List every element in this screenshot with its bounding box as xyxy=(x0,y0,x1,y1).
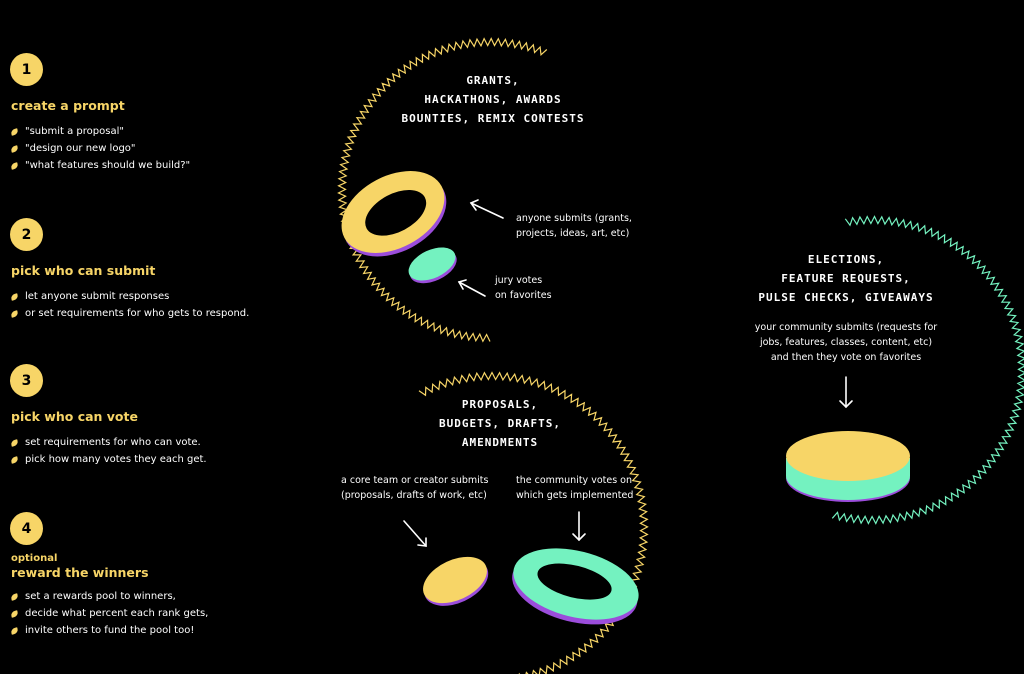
arrow-icon xyxy=(457,279,486,297)
list-item: pick how many votes they each get. xyxy=(10,451,207,468)
yellow-ring-shape xyxy=(341,171,447,257)
step-bullets: "submit a proposal" "design our new logo… xyxy=(10,123,190,174)
yellow-oval-shape xyxy=(423,556,489,606)
arrow-icon xyxy=(572,511,586,542)
list-item: set a rewards pool to winners, xyxy=(10,588,208,605)
step-title: pick who can vote xyxy=(11,409,138,424)
step-number-badge: 4 xyxy=(10,512,43,545)
leaf-bullet-icon xyxy=(10,310,19,318)
step-bullets: set requirements for who can vote. pick … xyxy=(10,434,207,468)
leaf-bullet-icon xyxy=(10,627,19,635)
list-item: "design our new logo" xyxy=(10,140,190,157)
list-item: let anyone submit responses xyxy=(10,288,249,305)
step-number-badge: 2 xyxy=(10,218,43,251)
elections-zigzag-arc xyxy=(831,215,1024,525)
elections-title: ELECTIONS, FEATURE REQUESTS, PULSE CHECK… xyxy=(758,253,934,304)
list-item: set requirements for who can vote. xyxy=(10,434,207,451)
grants-zigzag-arc xyxy=(337,37,548,343)
elections-note: your community submits (requests for job… xyxy=(754,322,938,363)
proposals-submit-note: a core team or creator submits (proposal… xyxy=(341,475,489,501)
list-item: "what features should we build?" xyxy=(10,157,190,174)
step-bullets: set a rewards pool to winners, decide wh… xyxy=(10,588,208,639)
step-number-badge: 1 xyxy=(10,53,43,86)
mint-oval-shape xyxy=(408,247,457,284)
proposals-title: PROPOSALS, BUDGETS, DRAFTS, AMENDMENTS xyxy=(439,398,561,449)
leaf-bullet-icon xyxy=(10,162,19,170)
leaf-bullet-icon xyxy=(10,456,19,464)
arrow-icon xyxy=(403,520,427,547)
leaf-bullet-icon xyxy=(10,293,19,301)
grants-submit-note: anyone submits (grants, projects, ideas,… xyxy=(516,213,632,239)
list-item: or set requirements for who gets to resp… xyxy=(10,305,249,322)
step-4: 4 optional reward the winners set a rewa… xyxy=(10,512,208,639)
proposals-zigzag-arc xyxy=(418,371,649,674)
list-item: invite others to fund the pool too! xyxy=(10,622,208,639)
step-title: create a prompt xyxy=(11,98,125,113)
grants-vote-note: jury votes on favorites xyxy=(495,275,552,301)
proposals-vote-note: the community votes on which gets implem… xyxy=(516,475,634,501)
list-item: decide what percent each rank gets, xyxy=(10,605,208,622)
arrow-icon xyxy=(469,199,504,219)
step-1: 1 create a prompt "submit a proposal" "d… xyxy=(10,53,190,174)
stacked-disc-shape xyxy=(786,431,910,502)
arrow-icon xyxy=(839,376,853,409)
leaf-bullet-icon xyxy=(10,593,19,601)
leaf-bullet-icon xyxy=(10,610,19,618)
leaf-bullet-icon xyxy=(10,145,19,153)
grants-title: GRANTS, HACKATHONS, AWARDS BOUNTIES, REM… xyxy=(401,74,585,125)
step-bullets: let anyone submit responses or set requi… xyxy=(10,288,249,322)
step-title: pick who can submit xyxy=(11,263,156,278)
leaf-bullet-icon xyxy=(10,128,19,136)
step-number-badge: 3 xyxy=(10,364,43,397)
optional-label: optional xyxy=(11,553,58,564)
step-3: 3 pick who can vote set requirements for… xyxy=(10,364,207,468)
step-2: 2 pick who can submit let anyone submit … xyxy=(10,218,249,322)
mint-ring-shape xyxy=(512,548,639,625)
step-title: reward the winners xyxy=(11,565,149,580)
list-item: "submit a proposal" xyxy=(10,123,190,140)
leaf-bullet-icon xyxy=(10,439,19,447)
